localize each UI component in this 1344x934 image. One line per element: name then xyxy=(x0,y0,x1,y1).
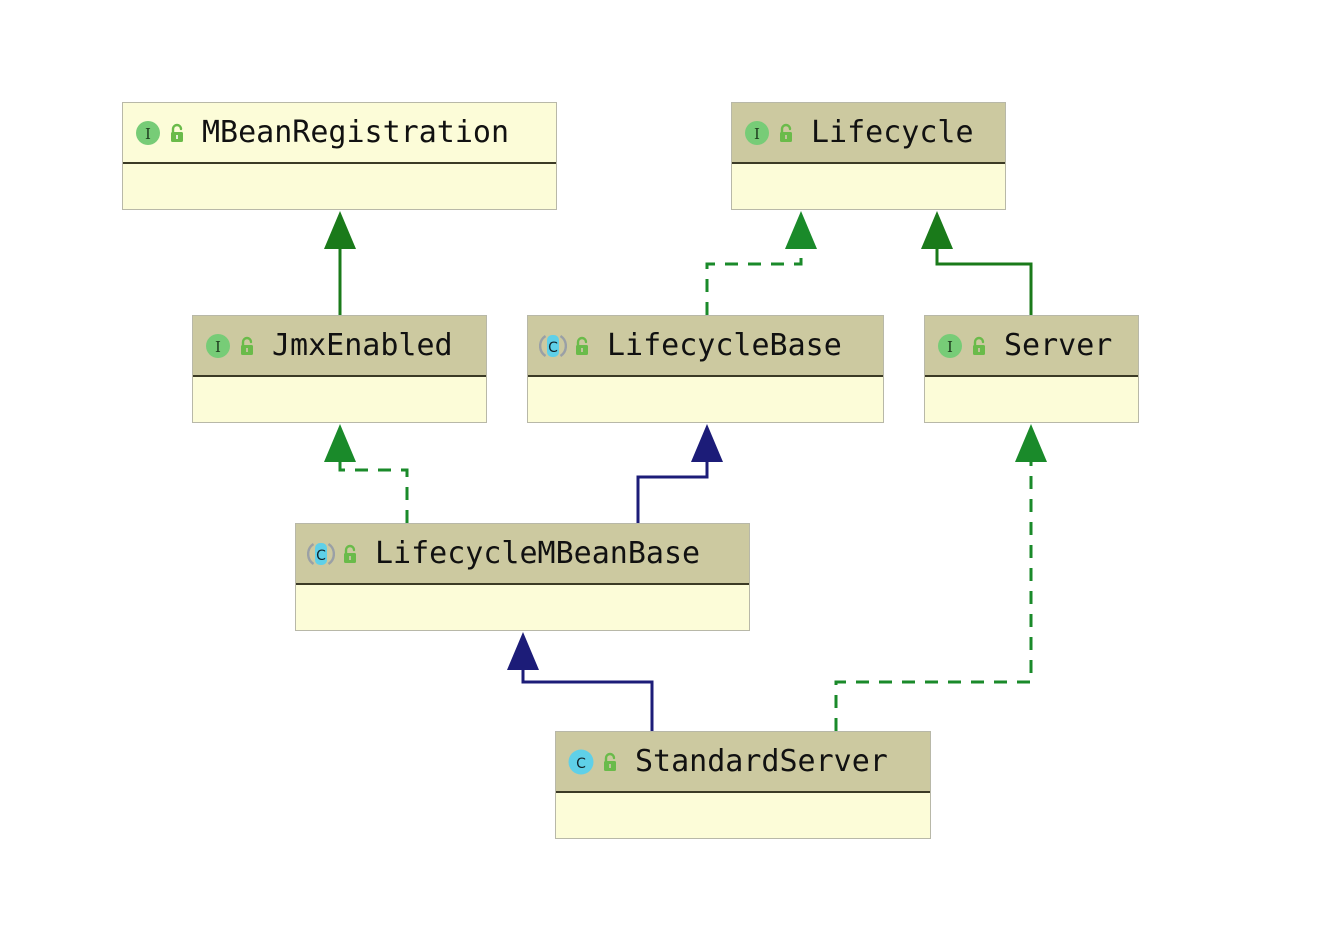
svg-text:I: I xyxy=(754,125,760,143)
class-node-header: C StandardServer xyxy=(556,732,930,793)
class-node-server[interactable]: I Server xyxy=(924,315,1139,423)
edge-server-extends-lifecycle xyxy=(921,211,1033,315)
class-node-members xyxy=(556,793,930,837)
abstract-class-badge-icon: C xyxy=(307,540,335,568)
edge-jmxenabled-extends-mbeanregistration xyxy=(324,211,356,315)
class-name-label: LifecycleBase xyxy=(607,327,842,363)
class-badge-icon: C xyxy=(567,748,595,776)
open-lock-icon xyxy=(601,751,621,773)
edge-lifecyclembeanbase-implements-jmxenabled xyxy=(324,424,409,523)
interface-badge-icon: I xyxy=(204,332,232,360)
svg-text:I: I xyxy=(145,125,151,143)
abstract-class-badge-icon: C xyxy=(539,332,567,360)
class-node-members xyxy=(123,164,556,208)
class-name-label: Server xyxy=(1004,327,1113,363)
arrowhead-icon xyxy=(921,211,953,249)
svg-text:I: I xyxy=(215,338,221,356)
open-lock-icon xyxy=(970,335,990,357)
class-name-label: JmxEnabled xyxy=(272,327,453,363)
class-node-header: I Lifecycle xyxy=(732,103,1005,164)
arrowhead-icon xyxy=(324,211,356,249)
class-name-label: StandardServer xyxy=(635,743,888,779)
class-node-members xyxy=(193,377,486,421)
svg-text:C: C xyxy=(548,340,558,356)
class-name-label: LifecycleMBeanBase xyxy=(375,535,701,571)
open-lock-icon xyxy=(573,335,593,357)
class-node-header: I JmxEnabled xyxy=(193,316,486,377)
svg-text:C: C xyxy=(316,548,326,564)
interface-badge-icon: I xyxy=(936,332,964,360)
arrowhead-icon xyxy=(785,211,817,249)
interface-badge-icon: I xyxy=(743,119,771,147)
svg-text:I: I xyxy=(947,338,953,356)
class-node-members xyxy=(732,164,1005,208)
arrowhead-icon xyxy=(691,424,723,462)
class-node-lifecyclebase[interactable]: C LifecycleBase xyxy=(527,315,884,423)
class-node-header: C LifecycleMBeanBase xyxy=(296,524,749,585)
class-name-label: Lifecycle xyxy=(811,114,974,150)
class-node-lifecycle[interactable]: I Lifecycle xyxy=(731,102,1006,210)
class-node-members xyxy=(925,377,1138,421)
class-node-members xyxy=(528,377,883,421)
edge-lifecyclebase-implements-lifecycle xyxy=(705,211,817,315)
interface-badge-icon: I xyxy=(134,119,162,147)
class-node-standardserver[interactable]: C StandardServer xyxy=(555,731,931,839)
class-node-header: C LifecycleBase xyxy=(528,316,883,377)
edge-standardserver-implements-server xyxy=(834,424,1047,731)
class-node-header: I MBeanRegistration xyxy=(123,103,556,164)
open-lock-icon xyxy=(238,335,258,357)
class-node-lifecyclembeanbase[interactable]: C LifecycleMBeanBase xyxy=(295,523,750,631)
open-lock-icon xyxy=(341,543,361,565)
svg-text:C: C xyxy=(576,756,586,772)
arrowhead-icon xyxy=(507,632,539,670)
arrowhead-icon xyxy=(1015,424,1047,462)
open-lock-icon xyxy=(168,122,188,144)
edge-standardserver-extends-lifecyclembeanbase xyxy=(507,632,654,731)
open-lock-icon xyxy=(777,122,797,144)
edge-lifecyclembeanbase-extends-lifecyclebase xyxy=(636,424,723,523)
class-node-header: I Server xyxy=(925,316,1138,377)
arrowhead-icon xyxy=(324,424,356,462)
class-node-mbeanregistration[interactable]: I MBeanRegistration xyxy=(122,102,557,210)
class-node-members xyxy=(296,585,749,629)
class-name-label: MBeanRegistration xyxy=(202,114,510,150)
class-node-jmxenabled[interactable]: I JmxEnabled xyxy=(192,315,487,423)
